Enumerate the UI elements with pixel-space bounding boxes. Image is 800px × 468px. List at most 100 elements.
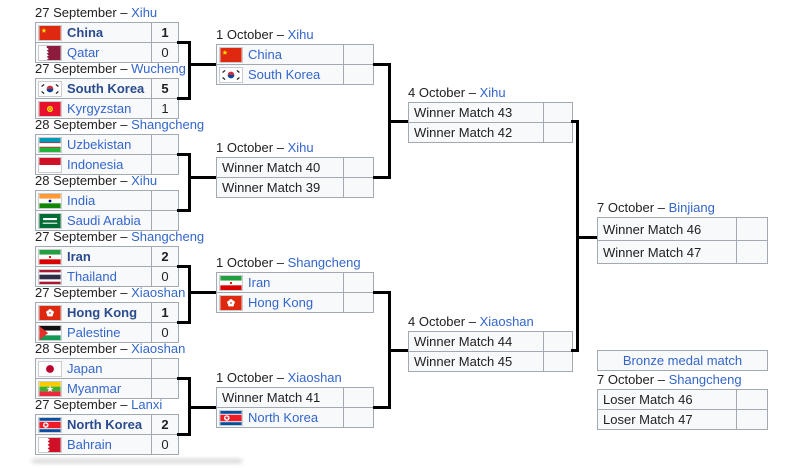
r16-match-8: 27 September – Lanxi North Korea 2 Bahra… bbox=[35, 397, 179, 455]
venue-link[interactable]: Xiaoshan bbox=[287, 370, 342, 385]
match-table: Winner Match 41 North Korea bbox=[216, 387, 374, 428]
team-row: Winner Match 45 bbox=[409, 351, 572, 371]
bracket-connector bbox=[391, 349, 408, 352]
team-link[interactable]: Saudi Arabia bbox=[67, 213, 141, 228]
team-link[interactable]: Hong Kong bbox=[67, 305, 138, 320]
team-row: Winner Match 43 bbox=[409, 103, 572, 122]
qf-match-2: 1 October – Xihu Winner Match 40 Winner … bbox=[216, 140, 374, 198]
venue-link[interactable]: Shangcheng bbox=[131, 229, 205, 244]
flag-icon-south-korea bbox=[220, 68, 242, 82]
team-link[interactable]: Kyrgyzstan bbox=[67, 101, 132, 116]
team-link[interactable]: North Korea bbox=[67, 417, 143, 432]
match-table: Winner Match 40 Winner Match 39 bbox=[216, 157, 374, 198]
match-date: 1 October bbox=[216, 255, 274, 270]
score-cell bbox=[343, 158, 373, 177]
venue-link[interactable]: Xihu bbox=[131, 5, 158, 20]
team-link[interactable]: Thailand bbox=[67, 269, 117, 284]
date-venue-separator: – bbox=[116, 5, 132, 20]
venue-link[interactable]: Xiaoshan bbox=[479, 314, 534, 329]
venue-link[interactable]: Xihu bbox=[131, 173, 158, 188]
team-row: Bahrain 0 bbox=[36, 434, 178, 454]
team-link[interactable]: Palestine bbox=[67, 325, 121, 340]
placeholder-team: Loser Match 47 bbox=[603, 412, 693, 427]
score-cell bbox=[736, 410, 767, 429]
team-link[interactable]: Iran bbox=[248, 275, 271, 290]
match-date: 1 October bbox=[216, 370, 274, 385]
bracket-connector bbox=[191, 406, 216, 409]
match-table: China 1 Qatar 0 bbox=[35, 22, 179, 63]
team-row: Hong Kong bbox=[217, 292, 373, 312]
team-link[interactable]: Bahrain bbox=[67, 437, 112, 452]
match-date: 1 October bbox=[216, 27, 274, 42]
venue-link[interactable]: Shangcheng bbox=[668, 372, 742, 387]
team-row: China bbox=[217, 45, 373, 64]
team-link[interactable]: China bbox=[248, 47, 282, 62]
team-row: Palestine 0 bbox=[36, 322, 178, 342]
match-header: 28 September – Xihu bbox=[35, 173, 179, 189]
bracket-connector bbox=[177, 433, 188, 436]
match-date: 27 September bbox=[35, 397, 117, 412]
team-link[interactable]: India bbox=[67, 193, 96, 208]
venue-link[interactable]: Xiaoshan bbox=[131, 341, 186, 356]
team-link[interactable]: South Korea bbox=[248, 67, 321, 82]
bronze-medal-match-link[interactable]: Bronze medal match bbox=[622, 353, 743, 368]
placeholder-team: Winner Match 47 bbox=[603, 244, 702, 260]
team-row: North Korea bbox=[217, 407, 373, 427]
score-cell bbox=[151, 155, 178, 174]
flag-icon-uzbekistan bbox=[39, 138, 61, 152]
team-link[interactable]: North Korea bbox=[248, 410, 319, 425]
team-link[interactable]: Japan bbox=[67, 361, 103, 376]
placeholder-team: Winner Match 40 bbox=[222, 160, 321, 175]
score-cell bbox=[151, 191, 178, 210]
team-link[interactable]: South Korea bbox=[67, 81, 145, 96]
placeholder-team: Winner Match 44 bbox=[414, 334, 513, 349]
venue-link[interactable]: Shangcheng bbox=[131, 117, 205, 132]
team-link[interactable]: Hong Kong bbox=[248, 295, 314, 310]
team-link[interactable]: Indonesia bbox=[67, 157, 124, 172]
match-header: 28 September – Shangcheng bbox=[35, 117, 204, 133]
match-date: 28 September bbox=[35, 117, 117, 132]
bracket-connector bbox=[373, 291, 388, 294]
score-cell: 0 bbox=[151, 43, 178, 62]
venue-link[interactable]: Xihu bbox=[287, 27, 314, 42]
bracket-connector bbox=[177, 321, 188, 324]
bracket-connector bbox=[177, 265, 188, 268]
venue-link[interactable]: Xihu bbox=[287, 140, 314, 155]
r16-match-2: 27 September – Wucheng South Korea 5 Kyr… bbox=[35, 61, 186, 119]
r16-match-3: 28 September – Shangcheng Uzbekistan Ind… bbox=[35, 117, 204, 175]
team-row: India bbox=[36, 191, 178, 210]
date-venue-separator: – bbox=[654, 372, 669, 387]
bracket-connector bbox=[571, 349, 579, 352]
flag-icon-thailand bbox=[39, 270, 61, 284]
score-cell bbox=[343, 65, 373, 84]
venue-link[interactable]: Shangcheng bbox=[287, 255, 361, 270]
date-venue-separator: – bbox=[116, 341, 132, 356]
placeholder-team: Winner Match 39 bbox=[222, 180, 321, 195]
team-row: Hong Kong 1 bbox=[36, 303, 178, 322]
score-cell: 1 bbox=[151, 23, 178, 42]
match-date: 7 October bbox=[597, 200, 655, 215]
team-link[interactable]: Qatar bbox=[67, 45, 100, 60]
date-venue-separator: – bbox=[116, 117, 132, 132]
team-row: Winner Match 46 bbox=[598, 218, 767, 240]
sf-match-2: 4 October – Xiaoshan Winner Match 44 Win… bbox=[408, 314, 573, 372]
team-row: Winner Match 41 bbox=[217, 388, 373, 407]
bracket-connector bbox=[177, 377, 188, 380]
date-venue-separator: – bbox=[273, 370, 288, 385]
venue-link[interactable]: Xiaoshan bbox=[131, 285, 186, 300]
venue-link[interactable]: Wucheng bbox=[131, 61, 186, 76]
match-header: 4 October – Xiaoshan bbox=[408, 314, 573, 330]
venue-link[interactable]: Xihu bbox=[479, 85, 506, 100]
venue-link[interactable]: Lanxi bbox=[131, 397, 163, 412]
team-link[interactable]: Myanmar bbox=[67, 381, 122, 396]
team-row: China 1 bbox=[36, 23, 178, 42]
placeholder-team: Winner Match 42 bbox=[414, 125, 513, 140]
bracket-connector bbox=[576, 120, 579, 352]
team-link[interactable]: Uzbekistan bbox=[67, 137, 132, 152]
flag-icon-hong-kong bbox=[220, 296, 242, 310]
team-link[interactable]: Iran bbox=[67, 249, 91, 264]
venue-link[interactable]: Binjiang bbox=[668, 200, 715, 215]
team-row: South Korea 5 bbox=[36, 79, 178, 98]
bracket-connector bbox=[188, 153, 191, 212]
team-link[interactable]: China bbox=[67, 25, 104, 40]
